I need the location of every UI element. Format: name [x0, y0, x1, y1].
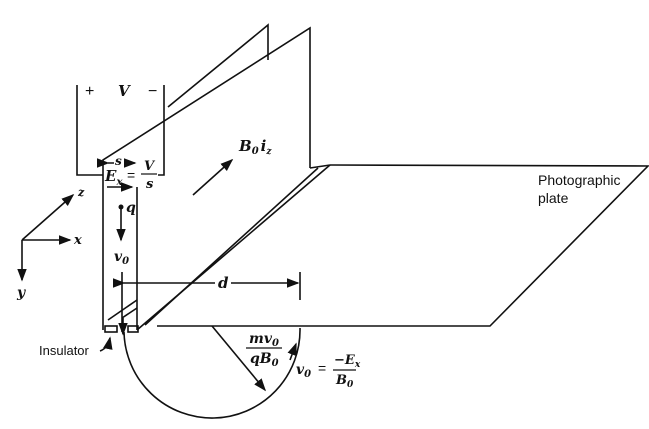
radius-arrow — [211, 325, 267, 392]
charge-label: q — [126, 200, 136, 216]
insulators — [104, 325, 139, 333]
v0-lhs: v0 — [296, 362, 311, 380]
slit-plate — [107, 164, 331, 331]
minus-sign: − — [148, 83, 157, 100]
v0-equals: = — [318, 360, 326, 376]
plate-label-line1: Photographic — [538, 172, 621, 188]
v0-denominator: B0 — [335, 373, 354, 390]
insulator-label: Insulator — [39, 343, 90, 358]
trajectory-arc — [123, 327, 301, 419]
radius-numerator: mv0 — [249, 331, 279, 349]
distance-label: d — [218, 274, 229, 292]
voltage-source: + V − — [76, 82, 165, 176]
velocity-label: v0 — [114, 249, 129, 267]
insulator-pointer — [99, 336, 113, 352]
radius-denominator: qB0 — [250, 351, 279, 369]
coordinate-axes: x y z — [16, 186, 85, 301]
magnetic-field-arrow — [192, 158, 234, 196]
spacing-label: s — [115, 154, 122, 168]
plate-label-line2: plate — [538, 190, 569, 206]
voltage-label: V — [118, 82, 131, 100]
field-numerator: V — [144, 159, 156, 174]
plus-sign: + — [85, 83, 94, 100]
v0-numerator: −Ex — [334, 353, 361, 370]
field-equals: = — [127, 167, 135, 183]
field-label: Ex — [104, 167, 123, 188]
axis-y-label: y — [16, 285, 26, 301]
field-denominator: s — [146, 177, 154, 192]
axis-x-label: x — [73, 233, 82, 248]
charge-dot — [118, 204, 124, 210]
axis-z-label: z — [77, 186, 85, 199]
back-plate — [167, 23, 269, 108]
photographic-plate — [157, 164, 649, 327]
